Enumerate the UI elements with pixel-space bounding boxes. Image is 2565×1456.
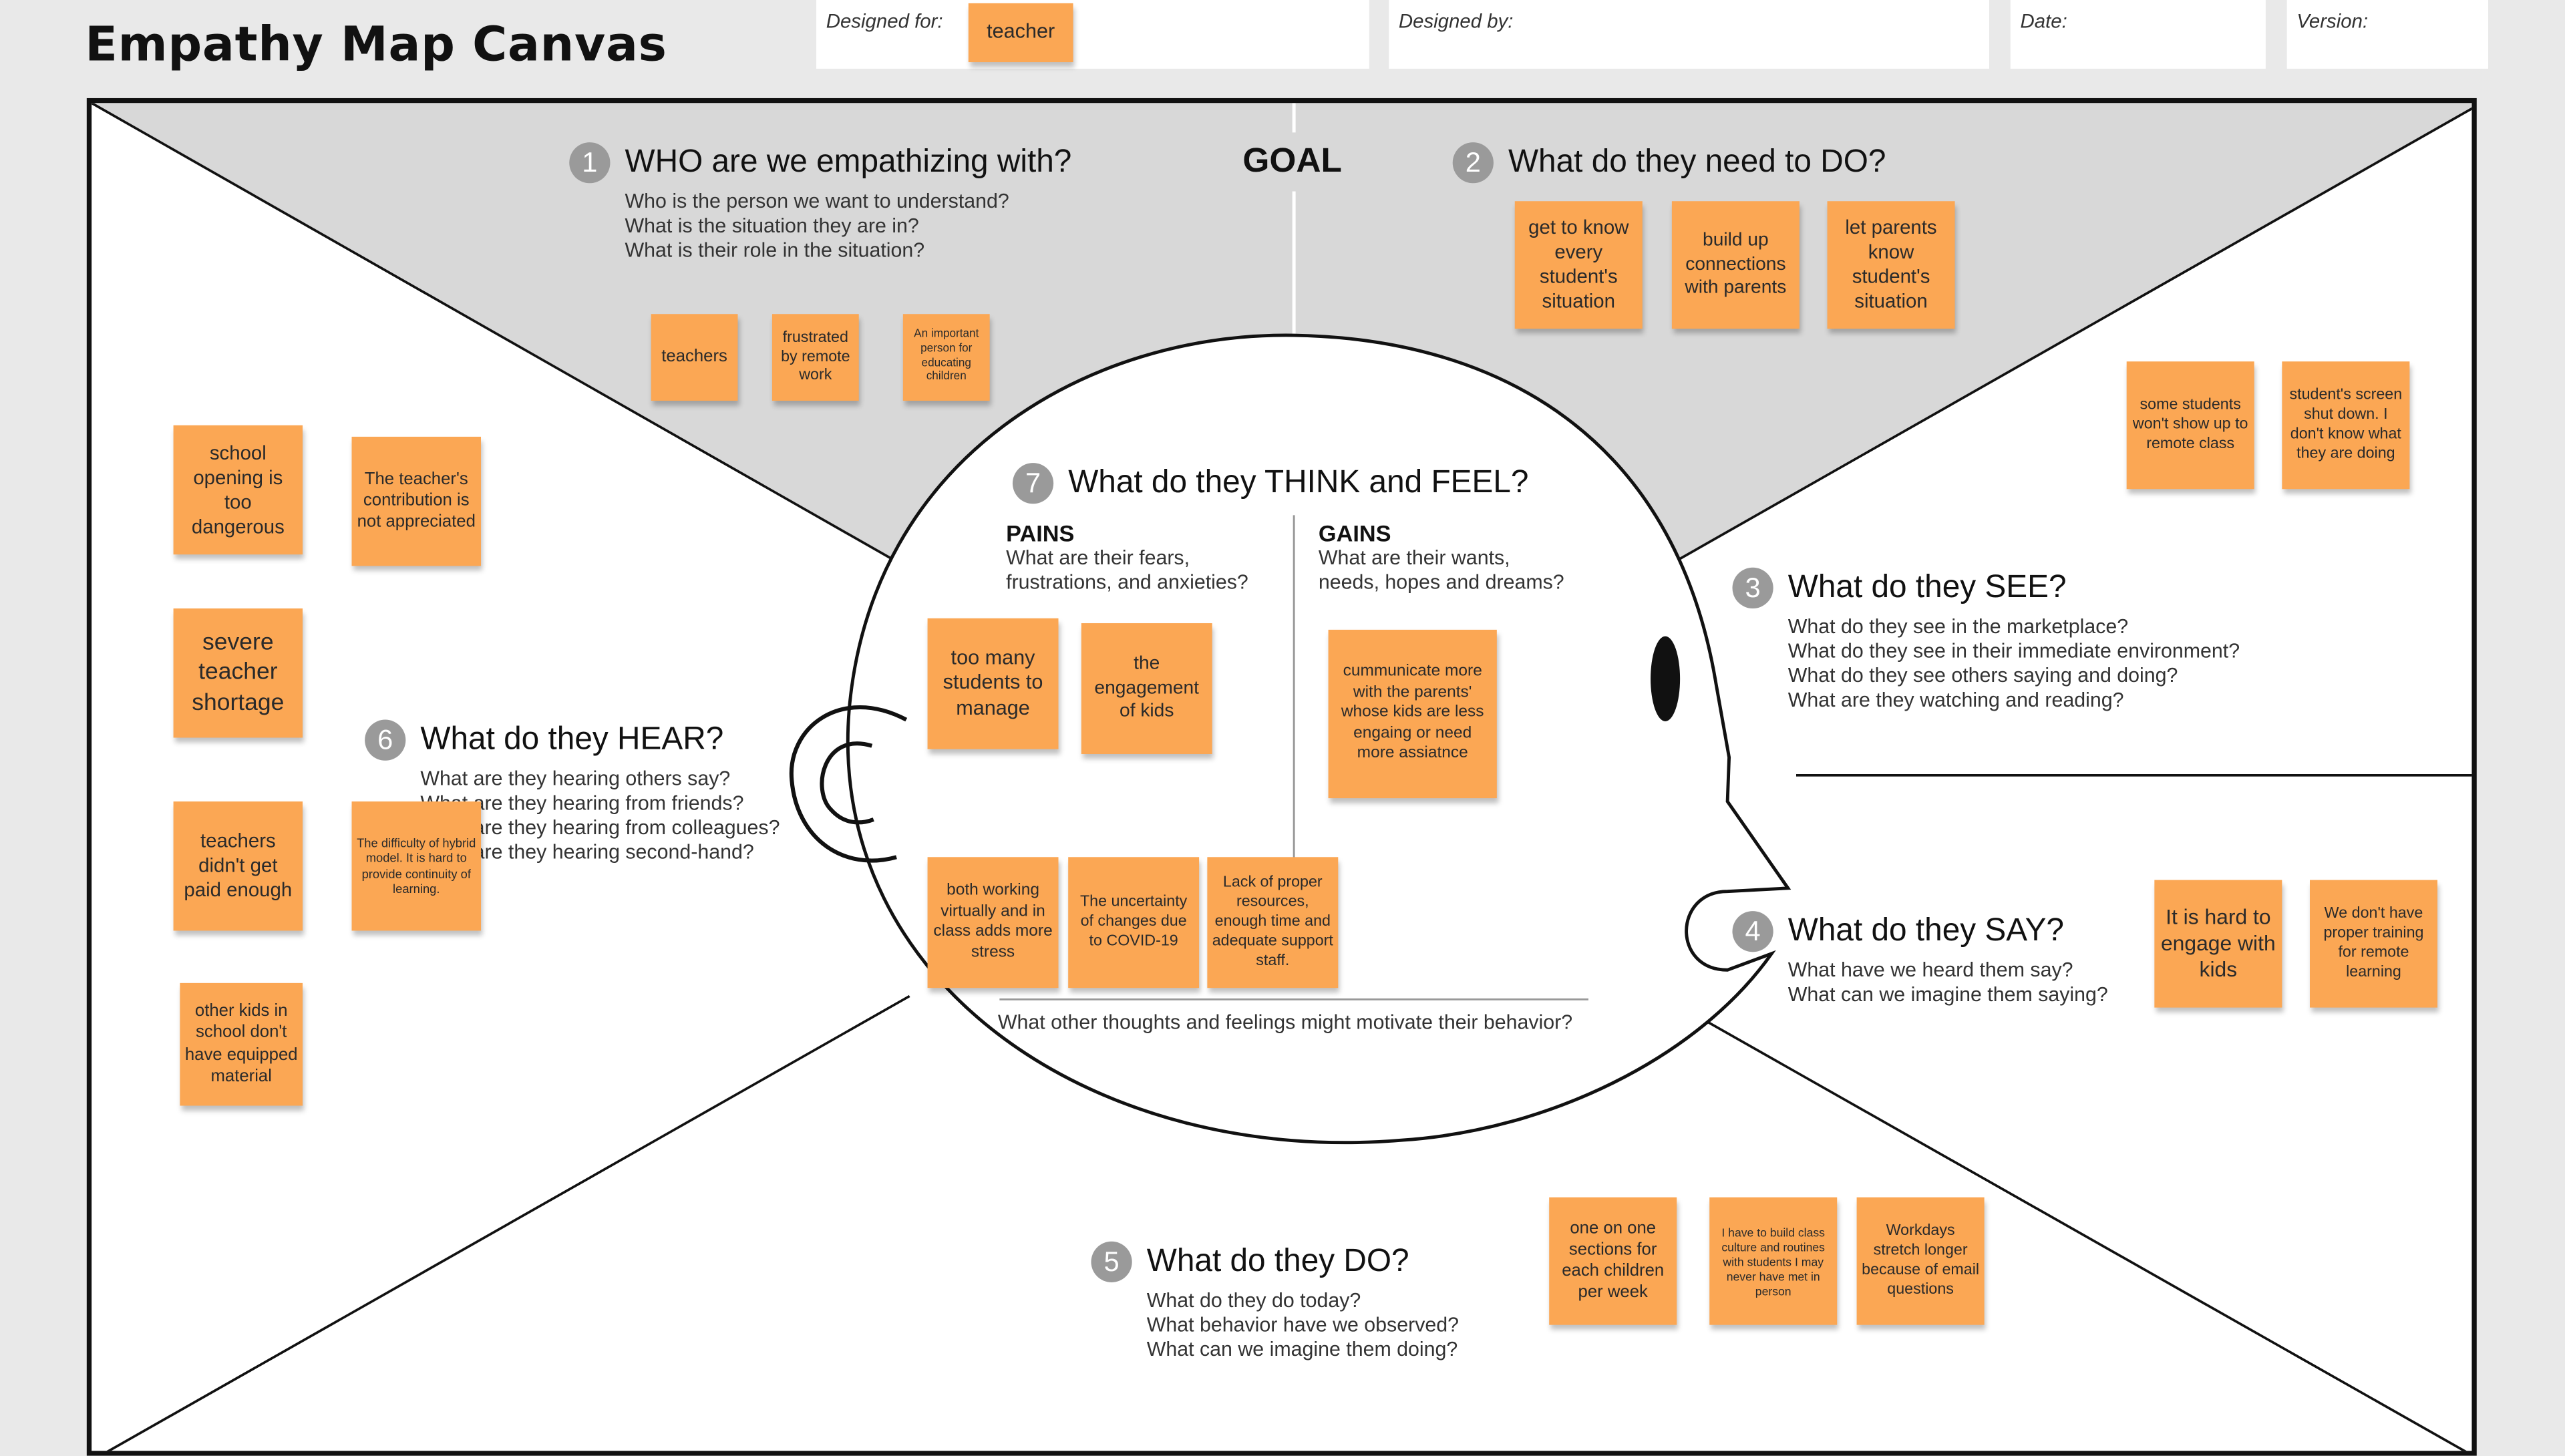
- section-number: 1: [569, 142, 611, 184]
- divider-bottom-left: [106, 994, 910, 1451]
- gains-title: GAINS: [1318, 520, 1391, 546]
- section-title: What do they THINK and FEEL?: [1068, 464, 1529, 501]
- designed-by-label: Designed by:: [1398, 9, 1514, 33]
- section-do-need: 2 What do they need to DO?: [1452, 142, 1886, 184]
- section-number: 7: [1012, 463, 1054, 504]
- sticky-note[interactable]: let parents know student's situation: [1827, 201, 1955, 329]
- section-do: 5 What do they DO? What do they do today?…: [1091, 1241, 1460, 1362]
- section-title: What do they HEAR?: [420, 721, 724, 757]
- sticky-note[interactable]: The teacher's contribution is not apprec…: [351, 436, 482, 566]
- divider-top-right: [1669, 107, 2472, 566]
- section-title: What do they SEE?: [1787, 569, 2067, 606]
- designed-by-field[interactable]: Designed by:: [1389, 0, 1989, 69]
- section-number: 6: [365, 719, 406, 761]
- think-feel-bottom-question: What other thoughts and feelings might m…: [997, 1011, 1573, 1034]
- date-label: Date:: [2020, 9, 2067, 33]
- sticky-note[interactable]: teachers: [651, 314, 738, 401]
- section-title: WHO are we empathizing with?: [625, 144, 1072, 180]
- question: What are their fears,: [1006, 546, 1190, 570]
- question: What is the situation they are in?: [625, 214, 919, 238]
- pains-header: PAINS What are their fears, frustrations…: [1006, 520, 1248, 596]
- question: What are their wants,: [1318, 546, 1510, 570]
- sticky-note[interactable]: other kids in school don't have equipped…: [180, 982, 303, 1106]
- section-title: What do they SAY?: [1787, 912, 2064, 949]
- pains-title: PAINS: [1006, 520, 1075, 546]
- section-number: 3: [1732, 567, 1773, 609]
- section-think-feel: 7 What do they THINK and FEEL?: [1012, 463, 1529, 504]
- sticky-note[interactable]: one on one sections for each children pe…: [1549, 1197, 1677, 1325]
- question: What are they hearing others say?: [420, 767, 731, 790]
- sticky-note[interactable]: cummunicate more with the parents' whose…: [1328, 629, 1497, 799]
- page-title: Empathy Map Canvas: [85, 16, 667, 72]
- question: frustrations, and anxieties?: [1006, 570, 1248, 594]
- sticky-note[interactable]: The uncertainty of changes due to COVID-…: [1068, 857, 1200, 988]
- question: What are they watching and reading?: [1787, 689, 2124, 712]
- sticky-note[interactable]: An important person for educating childr…: [902, 314, 990, 401]
- divider-bottom-right: [1661, 994, 2467, 1451]
- sticky-note[interactable]: I have to build class culture and routin…: [1709, 1197, 1838, 1325]
- question: What can we imagine them doing?: [1146, 1338, 1458, 1361]
- question: needs, hopes and dreams?: [1318, 570, 1564, 594]
- question: What have we heard them say?: [1787, 958, 2073, 982]
- sticky-note[interactable]: teachers didn't get paid enough: [173, 801, 303, 931]
- section-number: 2: [1452, 142, 1494, 184]
- sticky-note[interactable]: the engagement of kids: [1081, 623, 1212, 754]
- sticky-note[interactable]: frustrated by remote work: [772, 314, 859, 401]
- question: What do they see in their immediate envi…: [1787, 639, 2240, 663]
- designed-for-note[interactable]: teacher: [968, 3, 1073, 63]
- question: What behavior have we observed?: [1146, 1313, 1460, 1336]
- ear-outer: [789, 705, 908, 863]
- section-who: 1 WHO are we empathizing with? Who is the…: [569, 142, 1071, 263]
- sticky-note[interactable]: too many students to manage: [927, 618, 1059, 749]
- sticky-note[interactable]: get to know every student's situation: [1514, 201, 1643, 329]
- section-number: 5: [1091, 1241, 1132, 1283]
- sticky-note[interactable]: build up connections with parents: [1671, 201, 1800, 329]
- section-title: What do they need to DO?: [1508, 144, 1886, 180]
- designed-for-label: Designed for:: [826, 9, 943, 33]
- version-label: Version:: [2296, 9, 2369, 33]
- sticky-note[interactable]: both working virtually and in class adds…: [927, 857, 1059, 988]
- version-field[interactable]: Version:: [2286, 0, 2488, 69]
- gains-header: GAINS What are their wants, needs, hopes…: [1319, 520, 1564, 596]
- sticky-note[interactable]: school opening is too dangerous: [173, 425, 303, 555]
- sticky-note[interactable]: severe teacher shortage: [173, 608, 303, 738]
- question: What can we imagine them saying?: [1787, 982, 2108, 1007]
- question: What do they do today?: [1146, 1288, 1361, 1312]
- section-hear: 6 What do they HEAR? What are they hearin…: [365, 719, 780, 866]
- sticky-note[interactable]: some students won't show up to remote cl…: [2126, 361, 2254, 490]
- sticky-note[interactable]: Lack of proper resources, enough time an…: [1207, 857, 1339, 988]
- divider-top-left: [92, 103, 902, 566]
- sticky-note[interactable]: The difficulty of hybrid model. It is ha…: [351, 801, 482, 931]
- date-field[interactable]: Date:: [2010, 0, 2266, 69]
- sticky-note[interactable]: It is hard to engage with kids: [2154, 880, 2282, 1008]
- section-see: 3 What do they SEE? What do they see in t…: [1732, 567, 2240, 713]
- map-canvas: GOAL 1 WHO are we empathizing with? Who i…: [86, 98, 2477, 1456]
- ear-inner: [820, 741, 874, 825]
- question: Who is the person we want to understand?: [625, 190, 1009, 213]
- question: What is their role in the situation?: [625, 238, 925, 262]
- question: What do they see in the marketplace?: [1787, 614, 2129, 639]
- sticky-note[interactable]: Workdays stretch longer because of email…: [1856, 1197, 1985, 1325]
- eye: [1651, 636, 1681, 722]
- section-number: 4: [1732, 911, 1773, 952]
- sticky-note[interactable]: We don't have proper training for remote…: [2309, 880, 2438, 1008]
- question: What do they see others saying and doing…: [1787, 664, 2178, 687]
- section-title: What do they DO?: [1146, 1243, 1409, 1280]
- designed-for-field[interactable]: Designed for: teacher: [816, 0, 1369, 69]
- section-say: 4 What do they SAY? What have we heard th…: [1732, 911, 2108, 1007]
- goal-label: GOAL: [1174, 132, 1411, 192]
- sticky-note[interactable]: student's screen shut down. I don't know…: [2282, 361, 2410, 490]
